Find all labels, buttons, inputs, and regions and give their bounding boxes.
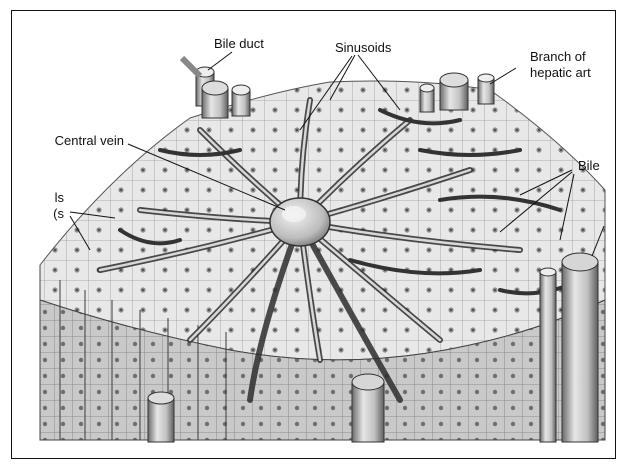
label-bile-right: Bile [578,158,604,173]
portal-vessel-right [540,253,598,442]
label-sinusoids: Sinusoids [335,40,391,55]
label-hepatic-artery: hepatic art [530,65,604,80]
portal-triad-top [182,58,250,118]
label-branch-of: Branch of [530,49,586,64]
central-vein [270,198,330,246]
label-left-partial-2: s) [44,206,64,221]
leader-branch-hepatic [490,68,516,84]
label-central-vein: Central vein [44,133,124,148]
label-bile-duct: Bile duct [214,36,264,51]
label-left-partial-1: ls [44,190,64,205]
leader-bile-duct [208,52,232,70]
